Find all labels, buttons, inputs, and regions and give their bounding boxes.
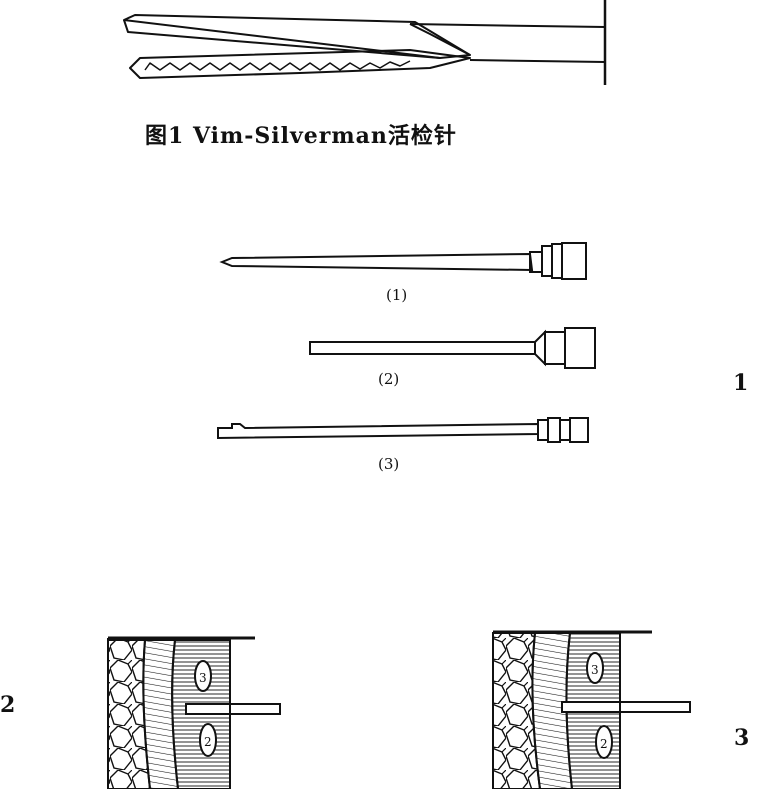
needle-2-label: (2) bbox=[378, 370, 400, 388]
svg-text:3: 3 bbox=[591, 663, 599, 677]
edge-label-right-mid: 1 bbox=[733, 370, 749, 396]
edge-label-left-bottom: 2 bbox=[0, 692, 16, 718]
svg-text:3: 3 bbox=[199, 671, 207, 685]
needle-3-label: (3) bbox=[378, 455, 400, 473]
figure-1-caption: 图1 Vim-Silverman活检针 bbox=[145, 123, 457, 149]
edge-label-right-bottom: 3 bbox=[734, 725, 750, 751]
svg-text:2: 2 bbox=[600, 737, 608, 751]
svg-text:2: 2 bbox=[204, 735, 212, 749]
needle-1-label: (1) bbox=[386, 286, 408, 304]
